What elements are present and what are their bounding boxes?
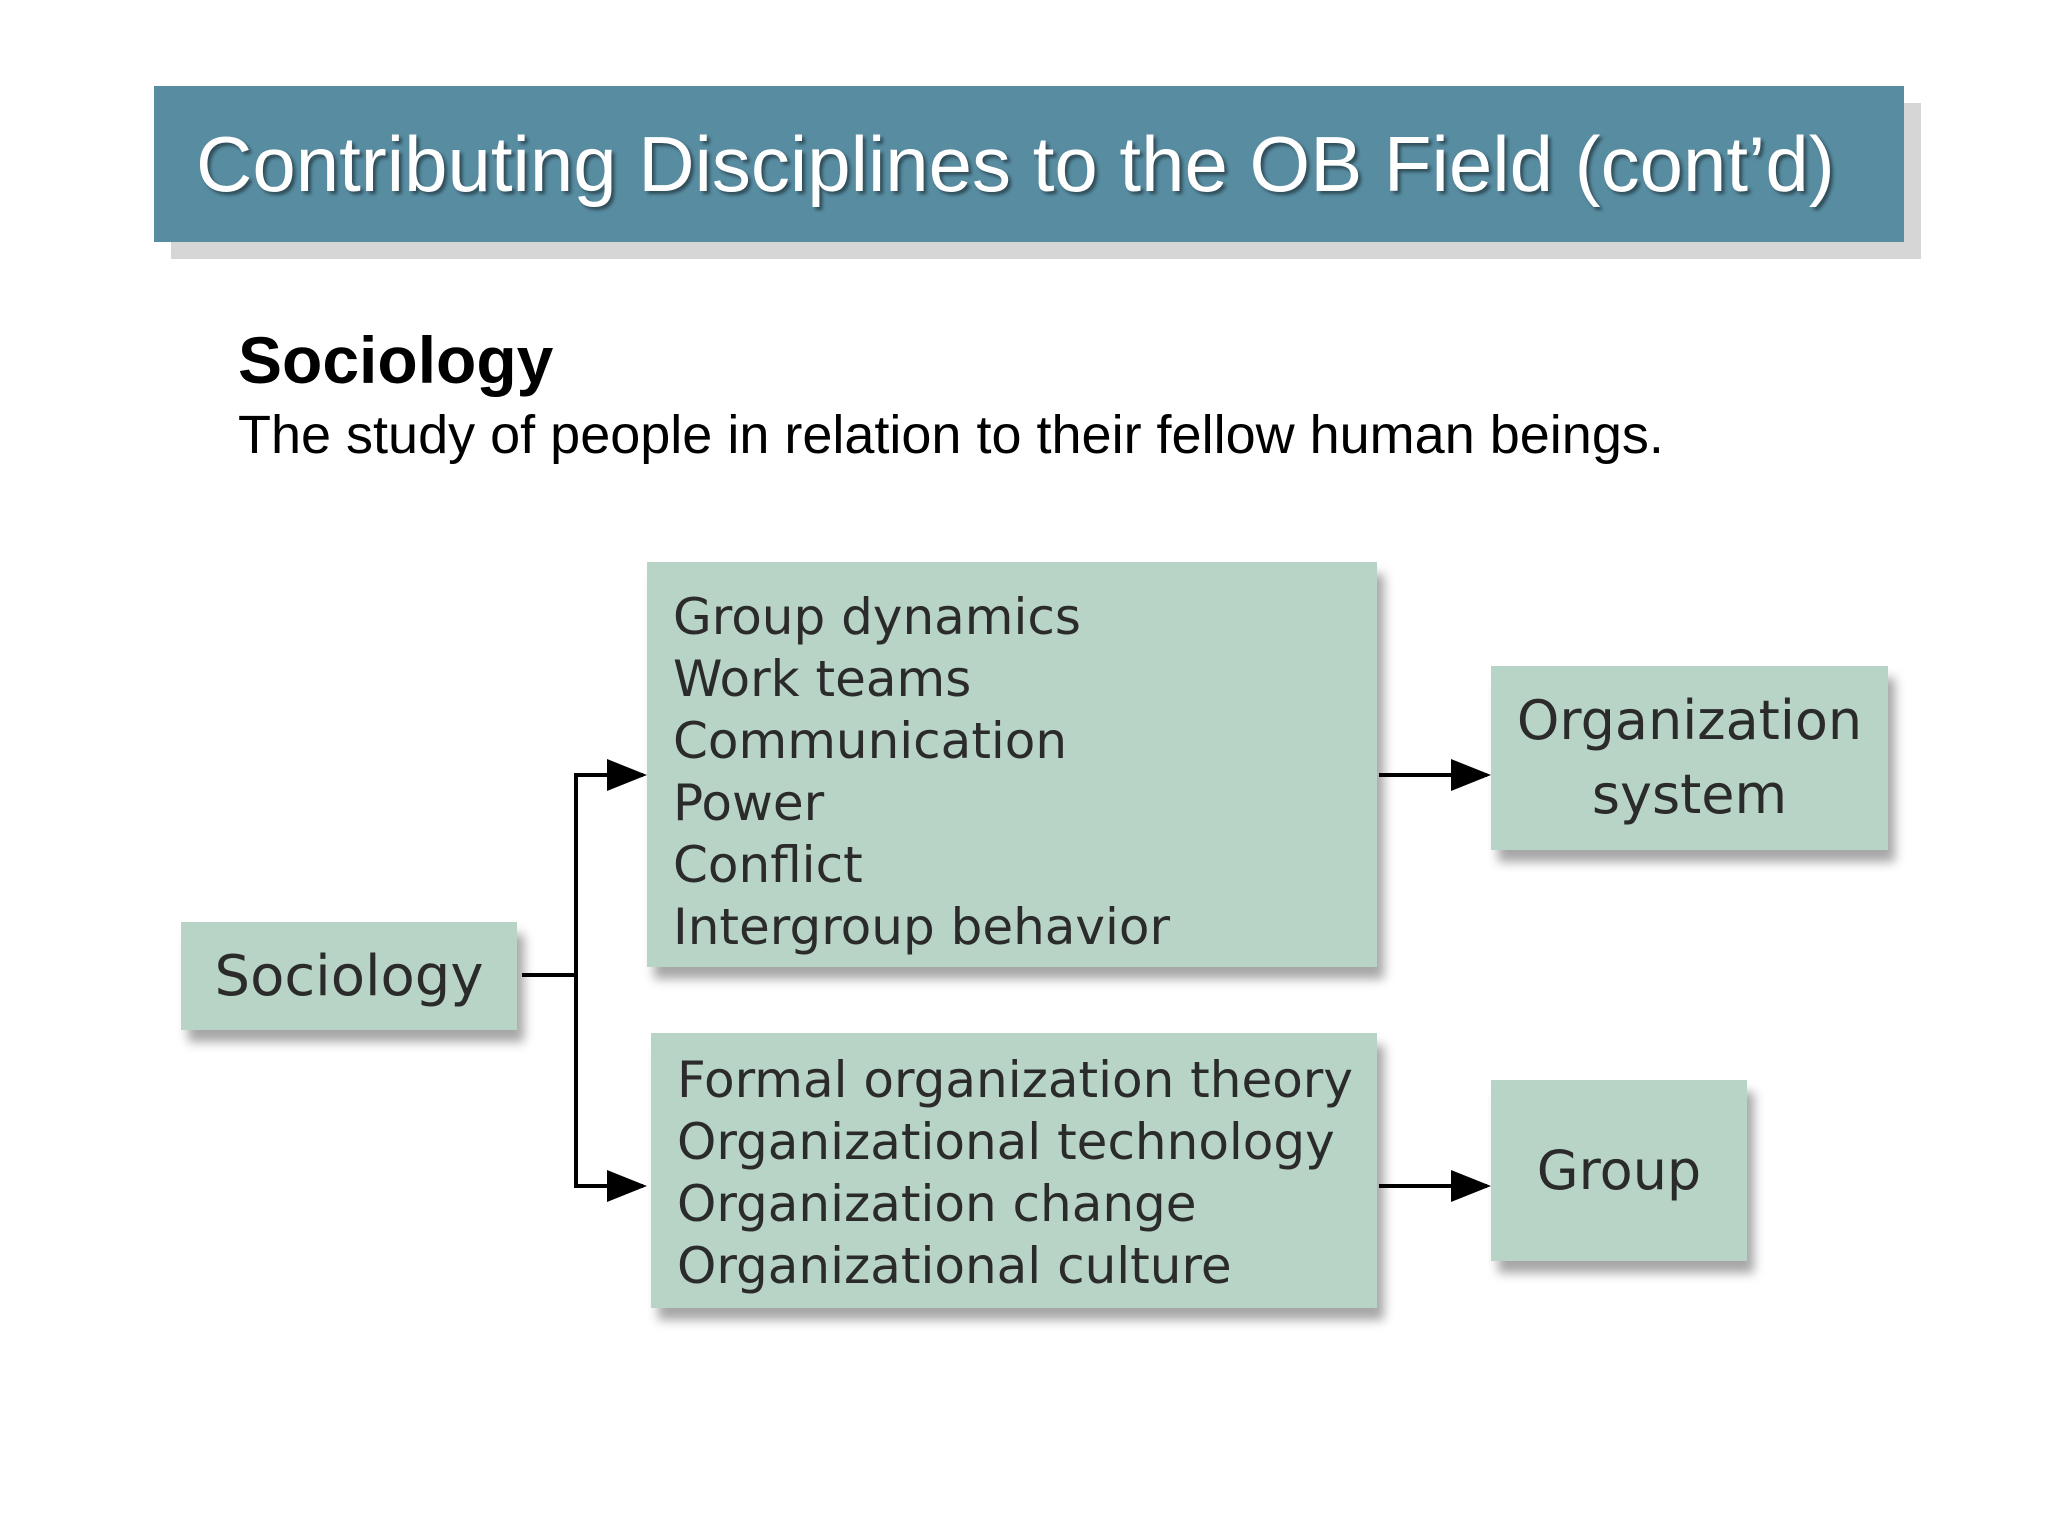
definition-text: The study of people in relation to their… (238, 405, 1664, 465)
slide-title: Contributing Disciplines to the OB Field… (196, 119, 1835, 208)
organization-system-box: Organization system (1491, 666, 1888, 850)
section-heading: Sociology (238, 323, 554, 397)
upper-topic-item: Communication (673, 712, 1068, 770)
upper-topics-box: Group dynamics Work teams Communication … (647, 562, 1377, 967)
group-box: Group (1491, 1080, 1747, 1261)
upper-topic-item: Work teams (673, 650, 972, 708)
sociology-box-label: Sociology (214, 943, 484, 1009)
lower-topic-item: Formal organization theory (677, 1051, 1353, 1109)
upper-topic-item: Conflict (673, 836, 863, 894)
lower-topic-item: Organizational culture (677, 1237, 1232, 1295)
lower-topics-box: Formal organization theory Organizationa… (651, 1033, 1377, 1308)
sociology-box: Sociology (181, 922, 517, 1030)
organization-system-line-2: system (1591, 763, 1788, 826)
upper-topic-item: Group dynamics (673, 588, 1081, 646)
upper-topic-item: Intergroup behavior (673, 898, 1171, 956)
title-bar: Contributing Disciplines to the OB Field… (154, 86, 1904, 242)
lower-topic-item: Organizational technology (677, 1113, 1335, 1171)
upper-topic-item: Power (673, 774, 825, 832)
lower-topic-item: Organization change (677, 1175, 1197, 1233)
organization-system-line-1: Organization (1516, 689, 1863, 752)
group-box-label: Group (1536, 1138, 1702, 1202)
